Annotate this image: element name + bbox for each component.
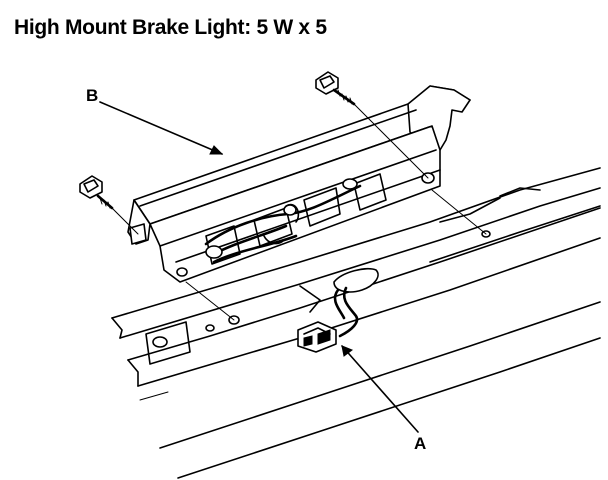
brake-light-housing bbox=[127, 85, 471, 283]
bolt-upper-right bbox=[315, 71, 356, 106]
callout-b-label: B bbox=[86, 86, 99, 105]
body-panel bbox=[111, 167, 601, 479]
callout-a-label: A bbox=[414, 434, 427, 453]
harness bbox=[297, 267, 379, 353]
alignment-lines bbox=[111, 103, 487, 321]
bolt-upper-left bbox=[79, 175, 114, 210]
leader-lines bbox=[99, 101, 419, 433]
diagram-title: High Mount Brake Light: 5 W x 5 bbox=[14, 16, 327, 39]
